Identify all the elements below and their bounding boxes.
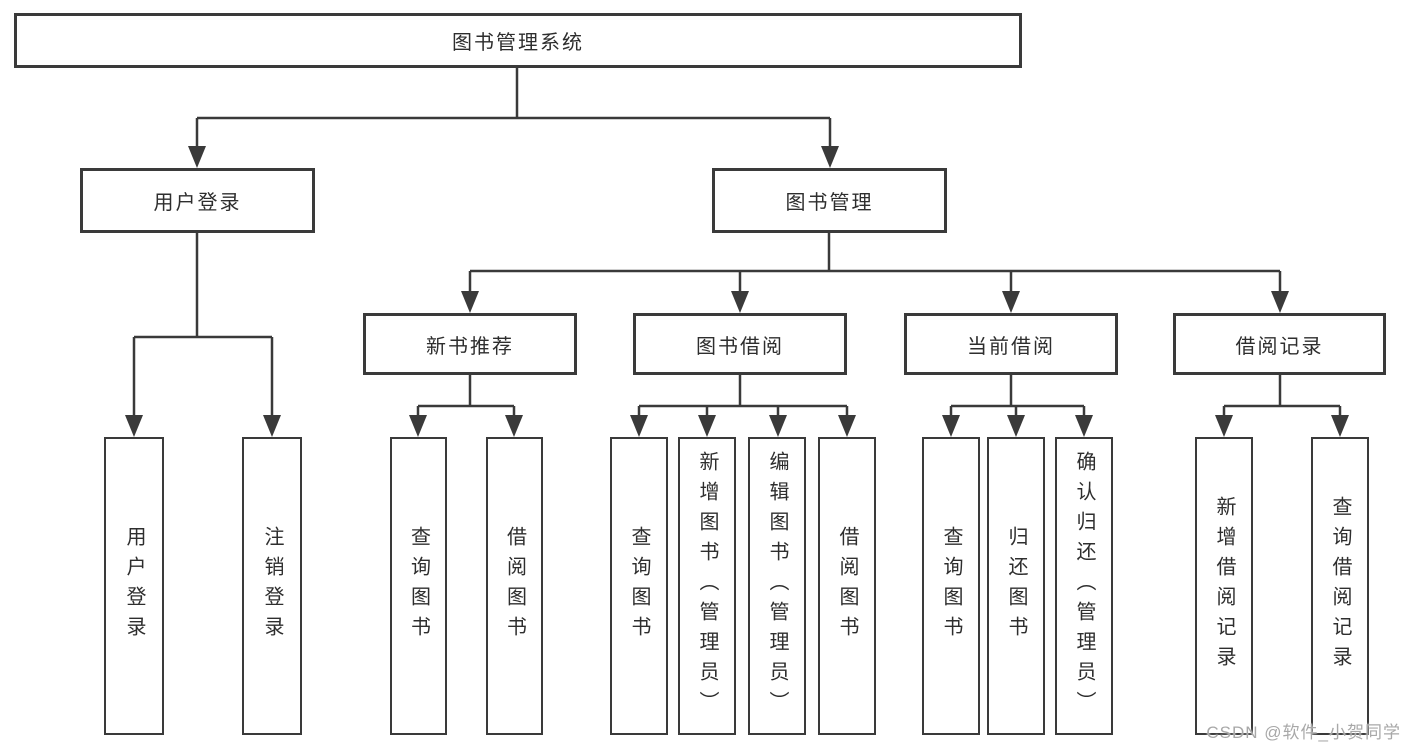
node-user-login: 用户登录 [80,168,315,233]
arrowhead-icons [125,146,1349,437]
leaf-current-query: 查询图书 [922,437,980,735]
leaf-logout: 注销登录 [242,437,302,735]
node-root-system: 图书管理系统 [14,13,1022,68]
leaf-current-return-label: 归还图书 [1005,526,1027,646]
leaf-newbook-borrow-label: 借阅图书 [503,526,526,646]
leaf-record-add-label: 新增借阅记录 [1213,496,1235,676]
node-current-borrow: 当前借阅 [904,313,1118,375]
node-new-book-recommend: 新书推荐 [363,313,577,375]
leaf-borrow-edit-admin: 编辑图书（管理员） [748,437,806,735]
leaf-borrow-add-admin-label: 新增图书（管理员） [696,451,718,721]
node-root-label: 图书管理系统 [452,32,584,54]
leaf-newbook-borrow: 借阅图书 [486,437,543,735]
leaf-current-return: 归还图书 [987,437,1045,735]
leaf-current-confirm-admin: 确认归还（管理员） [1055,437,1113,735]
node-book-management-label: 图书管理 [785,192,874,214]
leaf-borrow-query-label: 查询图书 [628,526,650,646]
leaf-borrow-add-admin: 新增图书（管理员） [678,437,736,735]
node-borrow-records: 借阅记录 [1173,313,1386,375]
leaf-user-login: 用户登录 [104,437,164,735]
leaf-newbook-query-label: 查询图书 [407,526,430,646]
leaf-record-query-label: 查询借阅记录 [1329,496,1351,676]
leaf-newbook-query: 查询图书 [390,437,447,735]
node-borrow-records-label: 借阅记录 [1235,335,1324,358]
node-current-borrow-label: 当前借阅 [967,335,1055,358]
leaf-logout-label: 注销登录 [261,526,283,646]
node-book-borrow-label: 图书借阅 [696,335,784,358]
leaf-current-confirm-admin-label: 确认归还（管理员） [1073,451,1095,721]
leaf-user-login-label: 用户登录 [123,526,145,646]
node-new-book-recommend-label: 新书推荐 [426,335,514,358]
leaf-borrow-edit-admin-label: 编辑图书（管理员） [766,451,788,721]
leaf-borrow-query: 查询图书 [610,437,668,735]
leaf-record-query: 查询借阅记录 [1311,437,1369,735]
node-book-borrow: 图书借阅 [633,313,847,375]
node-book-management: 图书管理 [712,168,947,233]
node-user-login-label: 用户登录 [153,192,242,214]
leaf-record-add: 新增借阅记录 [1195,437,1253,735]
csdn-watermark: CSDN @软件_小贺同学 [1206,723,1401,742]
leaf-borrow-book-label: 借阅图书 [836,526,858,646]
leaf-current-query-label: 查询图书 [940,526,962,646]
leaf-borrow-book: 借阅图书 [818,437,876,735]
